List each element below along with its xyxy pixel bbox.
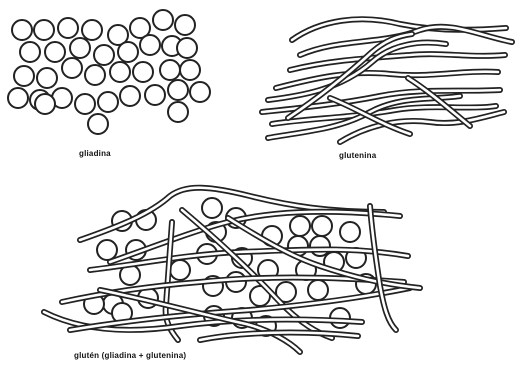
gliadin-molecule xyxy=(70,38,90,58)
glutenin-fibril xyxy=(370,206,396,330)
glutenin-fibril xyxy=(290,54,505,70)
glutenin-fibril xyxy=(300,27,512,55)
gliadin-molecule xyxy=(35,94,55,114)
gliadin-molecule xyxy=(202,198,222,218)
gliadin-molecule xyxy=(75,94,95,114)
gliadin-molecule xyxy=(312,216,332,236)
gliadin-molecule xyxy=(133,62,153,82)
gliadin-molecule xyxy=(110,62,130,82)
gliadin-molecule xyxy=(168,102,188,122)
gliadin-molecule xyxy=(340,222,360,242)
gliadin-molecule xyxy=(140,35,160,55)
glutenin-fibril xyxy=(276,72,498,88)
gliadin-molecule xyxy=(310,236,330,256)
glutenin-caption: glutenina xyxy=(339,151,376,160)
gliadin-molecule xyxy=(308,280,328,300)
gliadin-molecule xyxy=(97,240,117,260)
gliadin-caption: gliadina xyxy=(79,149,111,158)
gliadin-molecule xyxy=(170,260,190,280)
gliadin-molecule xyxy=(153,10,173,30)
gliadin-molecule xyxy=(88,114,108,134)
gluten-caption: glutén (gliadina + glutenina) xyxy=(74,351,186,360)
gliadin-molecule xyxy=(20,42,40,62)
gliadin-molecule xyxy=(14,66,34,86)
gliadin-molecule xyxy=(94,45,114,65)
gliadin-molecule xyxy=(290,216,310,236)
gliadin-molecule xyxy=(45,42,65,62)
gliadin-molecule xyxy=(145,85,165,105)
gliadin-molecule xyxy=(34,20,54,40)
gliadin-molecule xyxy=(85,65,105,85)
gliadin-molecule xyxy=(58,18,78,38)
gliadin-molecule xyxy=(160,60,180,80)
gliadin-molecule xyxy=(8,88,28,108)
gliadin-molecule xyxy=(118,42,138,62)
gliadin-molecule xyxy=(190,82,210,102)
gliadin-molecule xyxy=(177,38,197,58)
gliadin-molecule xyxy=(168,80,188,100)
gliadin-molecule xyxy=(37,68,57,88)
gluten-panel xyxy=(44,188,420,352)
gliadin-molecule xyxy=(98,92,118,112)
gliadin-molecule xyxy=(82,20,102,40)
gliadin-molecule xyxy=(12,20,32,40)
gliadin-panel xyxy=(8,10,210,134)
gliadin-molecule xyxy=(180,60,200,80)
gliadin-molecule xyxy=(175,15,195,35)
glutenin-panel xyxy=(262,19,512,142)
gliadin-molecule xyxy=(62,58,82,78)
gliadin-molecule xyxy=(120,86,140,106)
